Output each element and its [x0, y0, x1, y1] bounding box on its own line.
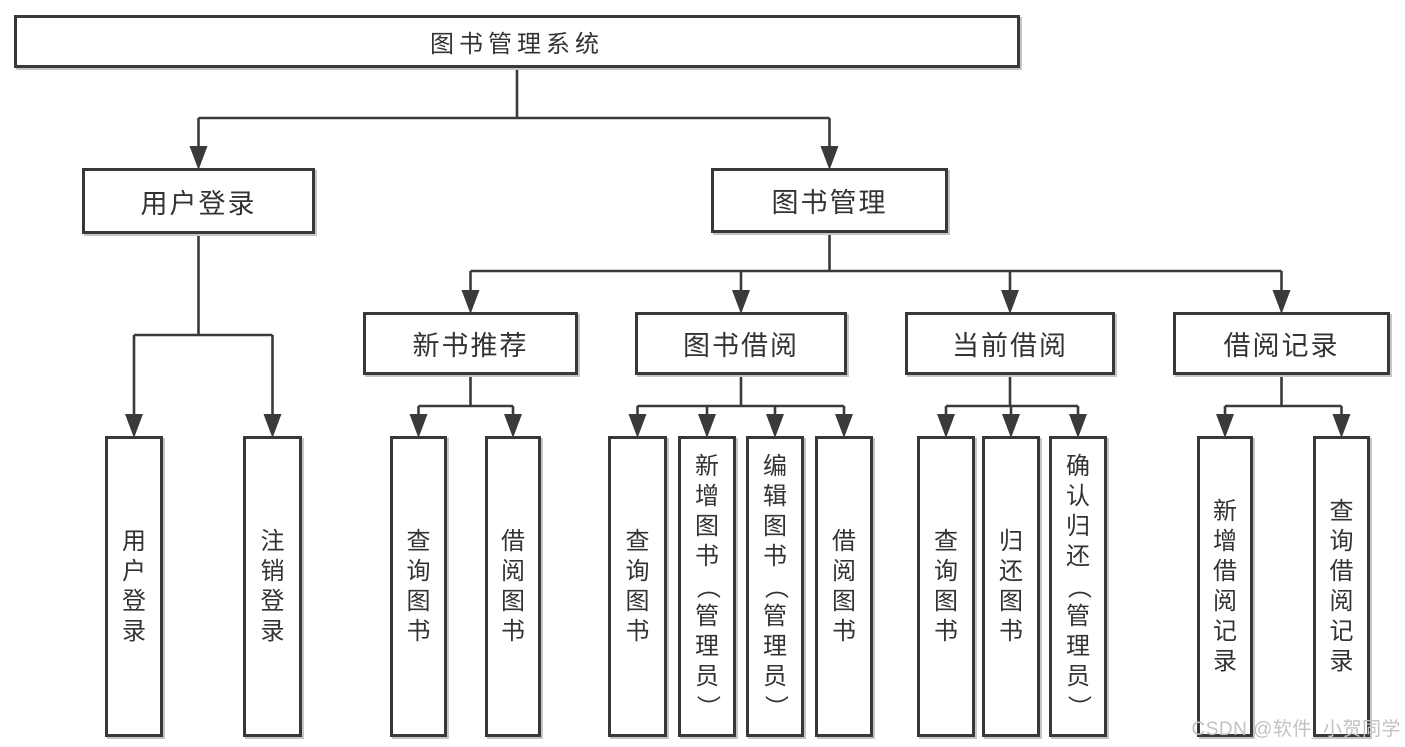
vertical-char: 管	[763, 602, 787, 630]
vertical-char: （	[762, 574, 789, 599]
node-query-books-3: 查询图书	[917, 436, 975, 737]
node-query-books-1: 查询图书	[390, 436, 447, 737]
vertical-char: 图	[934, 587, 958, 615]
vertical-char: 询	[1329, 527, 1354, 555]
vertical-char: 编	[763, 452, 787, 480]
vertical-char: 增	[695, 482, 719, 510]
vertical-char: 图	[501, 587, 525, 615]
vertical-char: 录	[1213, 647, 1237, 675]
vertical-char: 户	[122, 557, 146, 585]
vertical-char: 记	[1329, 617, 1354, 645]
vertical-char: 增	[1213, 527, 1237, 555]
vertical-char: 查	[406, 527, 431, 555]
vertical-char: 确	[1066, 452, 1090, 480]
vertical-char: 书	[763, 542, 787, 570]
vertical-char: 查	[625, 527, 650, 555]
vertical-char: 阅	[1329, 587, 1354, 615]
vertical-char: 录	[1329, 647, 1354, 675]
vertical-char: 理	[695, 632, 719, 660]
node-borrow-books-2: 借阅图书	[815, 436, 873, 737]
vertical-char: 还	[1066, 542, 1090, 570]
vertical-char: ）	[1065, 694, 1092, 719]
node-add-books-admin: 新增图书 （ 管理员 ）	[678, 436, 736, 737]
vertical-char: 查	[934, 527, 958, 555]
node-book-management: 图书管理	[711, 168, 948, 233]
watermark: CSDN @软件_小贺同学	[1191, 719, 1401, 740]
vertical-char: 员	[695, 662, 719, 690]
vertical-char: 销	[260, 557, 285, 585]
node-add-borrow-record: 新增借阅记录	[1197, 436, 1253, 737]
node-edit-books-admin: 编辑图书 （ 管理员 ）	[746, 436, 804, 737]
vertical-char: 询	[934, 557, 958, 585]
vertical-char: 员	[1066, 662, 1090, 690]
vertical-char: 图	[999, 587, 1023, 615]
node-book-borrowing: 图书借阅	[635, 312, 847, 375]
vertical-char: 管	[695, 602, 719, 630]
vertical-char: 借	[1329, 557, 1354, 585]
vertical-char: 录	[260, 617, 285, 645]
vertical-char: （	[694, 574, 721, 599]
vertical-char: 辑	[763, 482, 787, 510]
vertical-char: 登	[260, 587, 285, 615]
node-current-borrowing: 当前借阅	[905, 312, 1115, 375]
vertical-char: ）	[694, 694, 721, 719]
node-return-books: 归还图书	[982, 436, 1040, 737]
vertical-char: 用	[122, 527, 146, 555]
vertical-char: 理	[763, 632, 787, 660]
vertical-char: 管	[1066, 602, 1090, 630]
vertical-char: ）	[762, 694, 789, 719]
vertical-char: 归	[999, 527, 1023, 555]
node-user-login: 用户登录	[82, 168, 315, 234]
vertical-char: 借	[1213, 557, 1237, 585]
node-borrow-records: 借阅记录	[1173, 312, 1390, 375]
vertical-char: 认	[1066, 482, 1090, 510]
vertical-char: 书	[832, 617, 856, 645]
node-query-books-2: 查询图书	[608, 436, 667, 737]
vertical-char: 新	[1213, 497, 1237, 525]
vertical-char: 登	[122, 587, 146, 615]
vertical-char: 图	[832, 587, 856, 615]
node-confirm-return-admin: 确认归还 （ 管理员 ）	[1049, 436, 1107, 737]
vertical-char: 记	[1213, 617, 1237, 645]
vertical-char: 阅	[501, 557, 525, 585]
node-query-borrow-record: 查询借阅记录	[1313, 436, 1370, 737]
vertical-char: 询	[406, 557, 431, 585]
vertical-char: 图	[763, 512, 787, 540]
node-logout-item: 注销登录	[243, 436, 302, 737]
vertical-char: 书	[999, 617, 1023, 645]
vertical-char: 书	[406, 617, 431, 645]
vertical-char: 书	[625, 617, 650, 645]
vertical-char: 注	[260, 527, 285, 555]
vertical-char: 借	[832, 527, 856, 555]
node-borrow-books-1: 借阅图书	[485, 436, 541, 737]
vertical-char: 查	[1329, 497, 1354, 525]
vertical-char: 还	[999, 557, 1023, 585]
vertical-char: 询	[625, 557, 650, 585]
vertical-char: 图	[625, 587, 650, 615]
vertical-char: 理	[1066, 632, 1090, 660]
vertical-char: 书	[934, 617, 958, 645]
vertical-char: 借	[501, 527, 525, 555]
vertical-char: 书	[501, 617, 525, 645]
vertical-char: 归	[1066, 512, 1090, 540]
node-library-system: 图书管理系统	[14, 15, 1020, 68]
vertical-char: 录	[122, 617, 146, 645]
vertical-char: （	[1065, 574, 1092, 599]
node-user-login-item: 用户登录	[105, 436, 163, 737]
vertical-char: 书	[695, 542, 719, 570]
vertical-char: 阅	[832, 557, 856, 585]
vertical-char: 员	[763, 662, 787, 690]
vertical-char: 图	[695, 512, 719, 540]
vertical-char: 图	[406, 587, 431, 615]
vertical-char: 新	[695, 452, 719, 480]
node-new-book-recommend: 新书推荐	[363, 312, 578, 375]
vertical-char: 阅	[1213, 587, 1237, 615]
